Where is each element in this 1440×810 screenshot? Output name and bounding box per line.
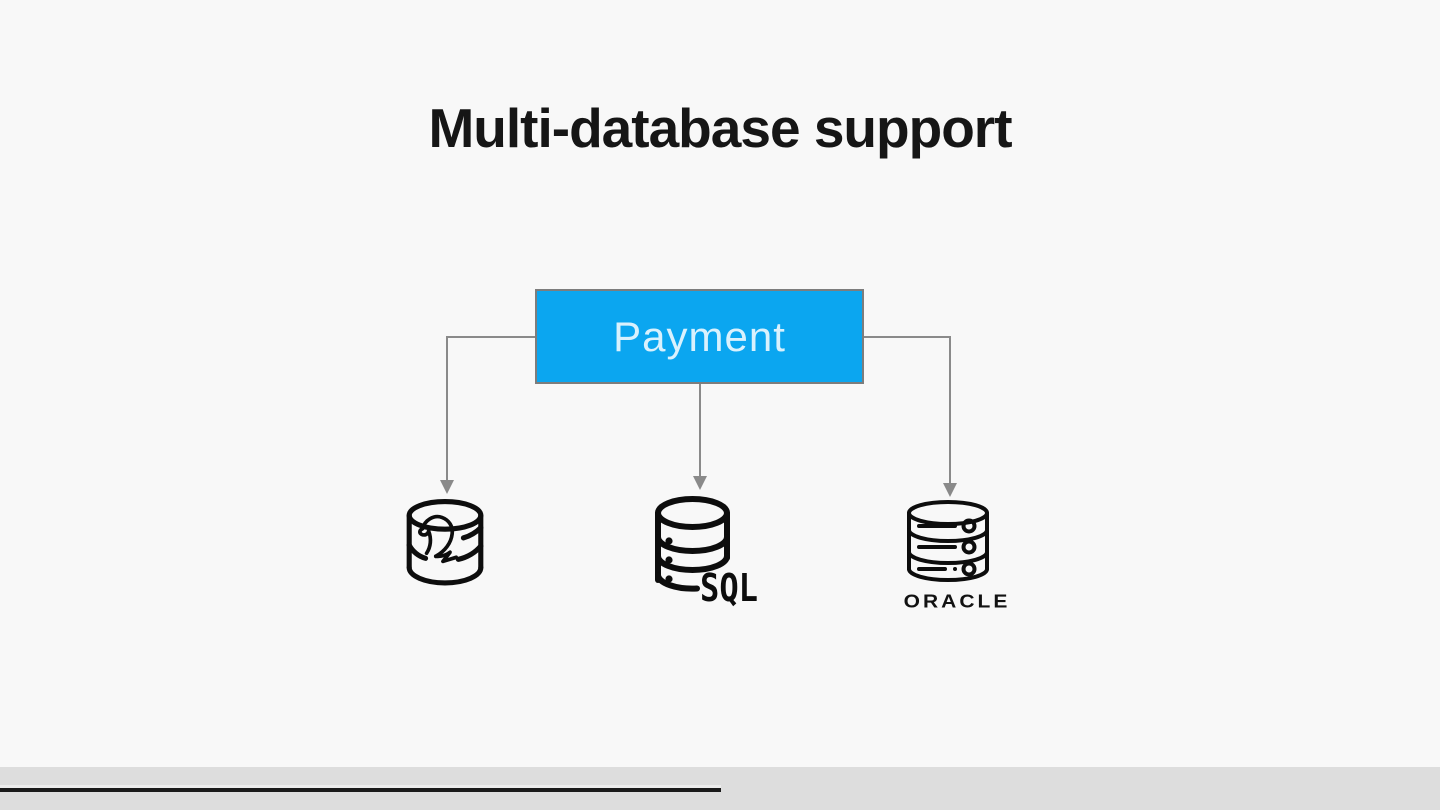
connector-to-oracle — [863, 336, 957, 497]
oracle-database-icon — [907, 500, 989, 582]
payment-node-label: Payment — [613, 312, 786, 360]
mysql-dolphin-glyph — [418, 514, 459, 564]
sql-database-icon: SQL — [655, 496, 758, 608]
mysql-dolphin-database-icon — [406, 499, 484, 586]
sql-label: SQL — [700, 566, 758, 608]
sql-cylinder-dots — [665, 537, 673, 583]
slide-progress-bar — [0, 785, 722, 792]
oracle-layer-details — [917, 518, 977, 577]
sql-cylinder-outline — [655, 496, 730, 592]
arrowhead-sql — [693, 476, 707, 490]
connector-to-sql — [693, 384, 707, 490]
payment-node: Payment — [535, 289, 864, 384]
slide-title: Multi-database support — [428, 97, 1012, 159]
arrowhead-mysql — [440, 480, 454, 494]
arrowhead-oracle — [943, 483, 957, 497]
footer-strip — [0, 767, 1440, 810]
oracle-label: ORACLE — [903, 591, 1011, 612]
mysql-cylinder-outline — [406, 499, 484, 586]
oracle-cylinder-outline — [907, 500, 989, 582]
connector-to-mysql — [440, 336, 535, 494]
